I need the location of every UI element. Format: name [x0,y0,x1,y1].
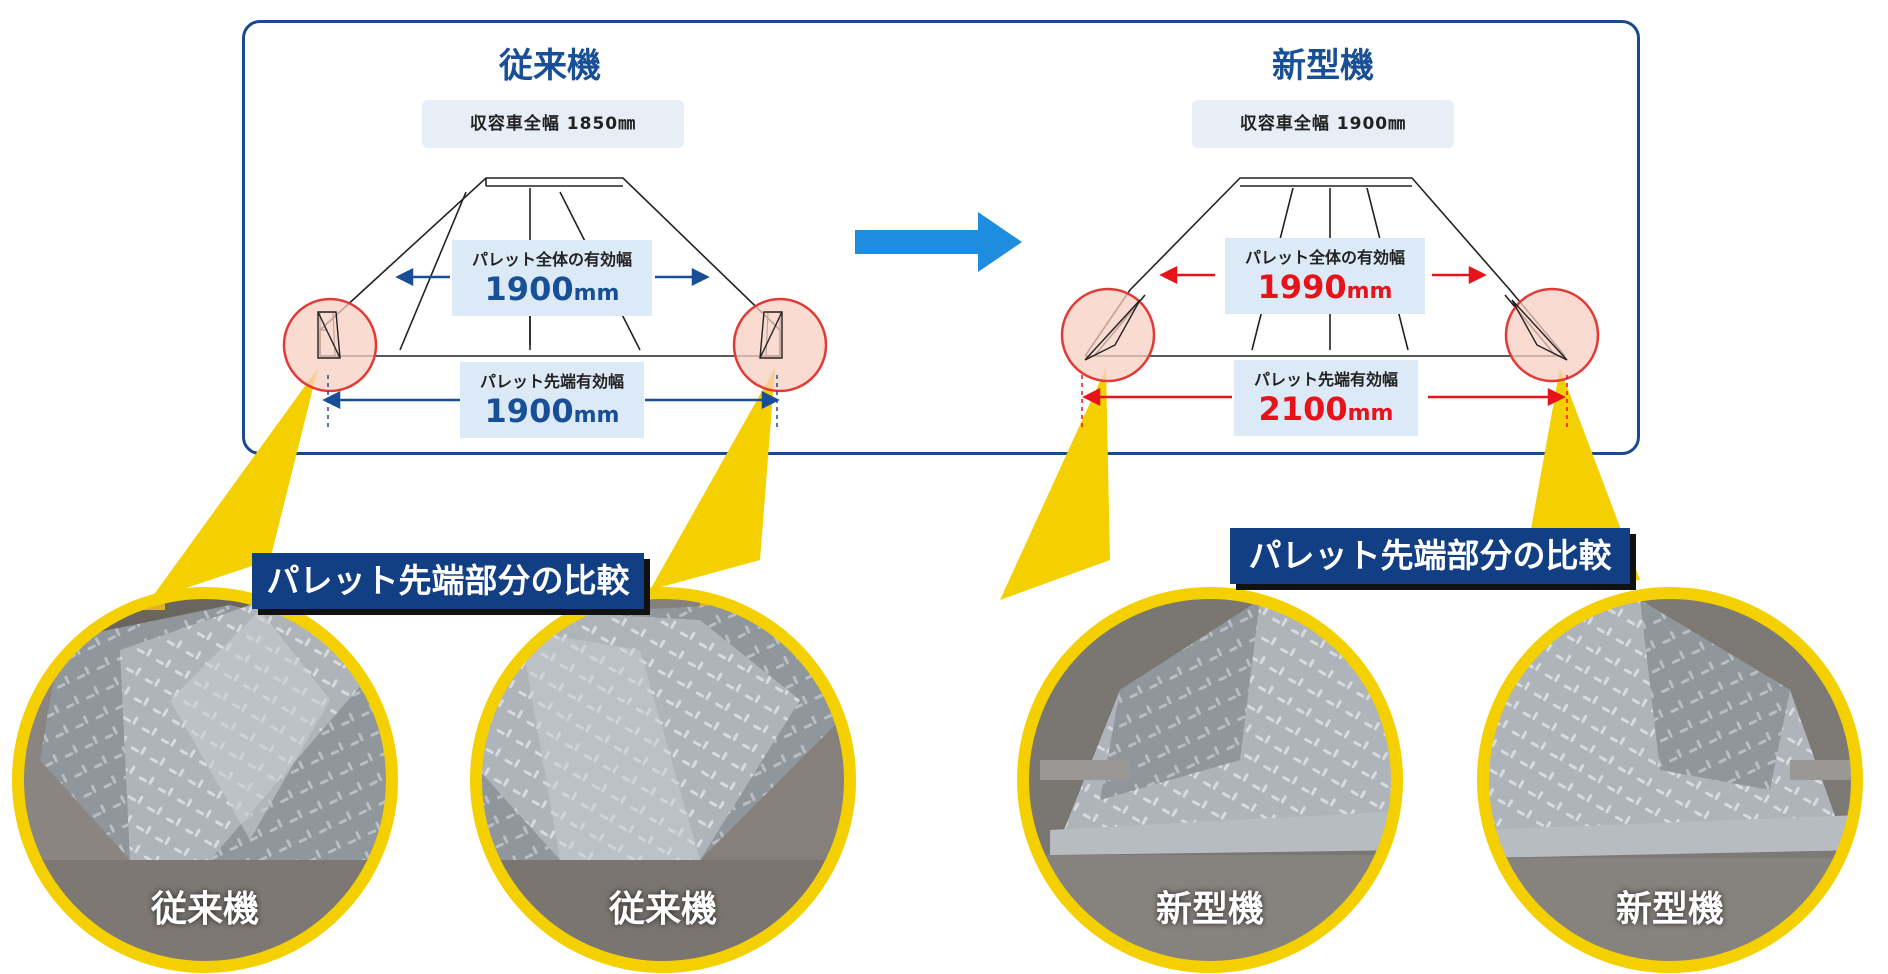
new-left-tip-photo [1023,593,1397,967]
new-right-tip-highlight [1504,287,1600,383]
old-capacity-label: 収容車全幅 1850㎜ [422,100,684,148]
new-left-photo-caption: 新型機 [1155,889,1264,930]
new-capacity-label: 収容車全幅 1900㎜ [1192,100,1454,148]
comparison-frame [242,20,1640,455]
new-tip-width-value: 2100mm [1258,390,1394,428]
old-overall-width-label: パレット全体の有効幅 [471,250,632,269]
old-right-tip-photo [476,593,850,967]
new-model-title: 新型機 [1272,46,1374,86]
old-left-tip-photo [18,593,392,967]
old-model-title: 従来機 [499,46,601,86]
new-tip-width-label: パレット先端有効幅 [1253,370,1398,389]
new-tip-width-box: パレット先端有効幅 2100mm [1234,360,1418,436]
old-right-photo-caption: 従来機 [608,889,717,930]
old-dimension-arrows [322,267,780,430]
old-overall-width-box: パレット全体の有効幅 1900mm [452,240,652,316]
new-right-photo-caption: 新型機 [1615,889,1724,930]
old-comparison-banner: パレット先端部分の比較 [252,553,644,609]
new-overall-width-box: パレット全体の有効幅 1990mm [1225,238,1425,314]
old-tip-width-value: 1900mm [484,392,620,430]
arrow-right-icon [855,212,1022,272]
new-overall-width-value: 1990mm [1257,268,1393,306]
new-overall-width-label: パレット全体の有効幅 [1244,248,1405,267]
old-left-tip-highlight [282,297,378,393]
new-comparison-banner: パレット先端部分の比較 [1230,528,1630,584]
old-left-photo-caption: 従来機 [150,889,259,930]
new-dimension-arrows [1081,265,1568,430]
old-tip-width-label: パレット先端有効幅 [479,372,624,391]
old-overall-width-value: 1900mm [484,270,620,308]
old-tip-width-box: パレット先端有効幅 1900mm [460,362,644,438]
old-right-tip-highlight [732,297,828,393]
